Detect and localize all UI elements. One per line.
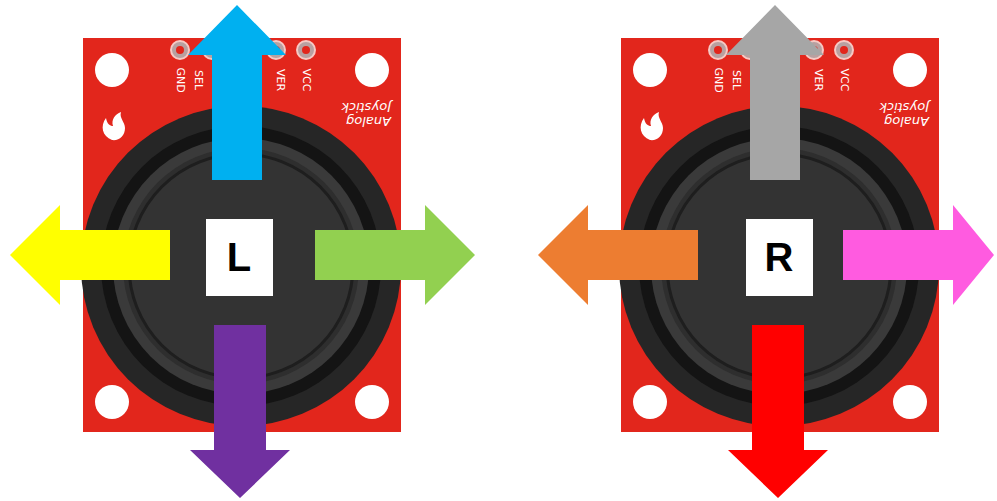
pin-name: GND [712, 67, 724, 92]
right-arrow [315, 205, 475, 305]
pin-name: SEL [192, 70, 204, 90]
board-name: Analog Joystick [313, 100, 391, 127]
pin-name: GND [174, 67, 186, 92]
left-arrow [10, 205, 170, 305]
side-letter: L [227, 237, 251, 277]
board-name: Analog Joystick [851, 100, 929, 127]
joystick-label-box: L [206, 219, 273, 296]
left-arrow [538, 205, 698, 305]
pin-name: VER [274, 69, 286, 91]
pin-name: VER [812, 69, 824, 91]
pin-name: VCC [300, 69, 312, 92]
up-arrow [188, 5, 286, 180]
pin-name: SEL [730, 70, 742, 90]
right-arrow [843, 205, 994, 305]
down-arrow [728, 325, 828, 498]
joystick-label-box: R [746, 219, 813, 296]
up-arrow [726, 5, 824, 180]
side-letter: R [765, 237, 794, 277]
pin-name: VCC [838, 69, 850, 92]
down-arrow [190, 325, 290, 498]
